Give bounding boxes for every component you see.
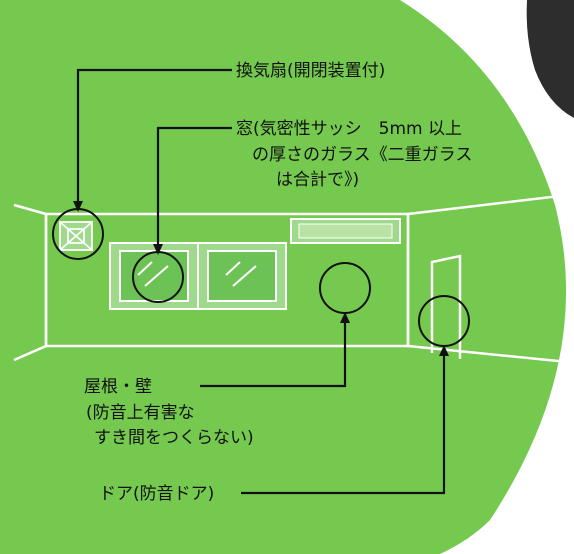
callout-arrowheads <box>73 201 449 356</box>
wall-label-line2: (防音上有害な <box>86 403 195 423</box>
window-glare-icon <box>137 261 257 287</box>
wall-vent-icon <box>290 218 401 244</box>
wall-leader-line <box>200 318 347 388</box>
window-right-pane <box>207 250 277 302</box>
dark-corner-shape <box>526 0 574 118</box>
wall-label-line1: 屋根・壁 <box>84 377 152 397</box>
ventilation-fan-icon <box>59 221 93 251</box>
window-label-line2: の厚さのガラス《二重ガラス <box>252 145 472 165</box>
room-outline <box>13 193 569 364</box>
window-leader-line <box>156 126 232 247</box>
door-icon <box>430 254 462 359</box>
fan-label: 換気扇(開閉装置付) <box>236 61 385 81</box>
fan-leader-line <box>76 68 232 204</box>
window-pair <box>109 242 287 310</box>
callout-leader-lines <box>76 68 446 495</box>
window-label-line3: は合計で》) <box>276 170 359 190</box>
right-wall-edges <box>406 193 569 364</box>
left-wall-edges <box>13 203 48 362</box>
door-label: ドア(防音ドア) <box>99 484 214 504</box>
wall-label-line3: すき間をつくらない) <box>94 428 254 448</box>
window-label-line1: 窓(気密性サッシ 5mm 以上 <box>236 119 462 139</box>
door-leader-line <box>241 351 446 495</box>
